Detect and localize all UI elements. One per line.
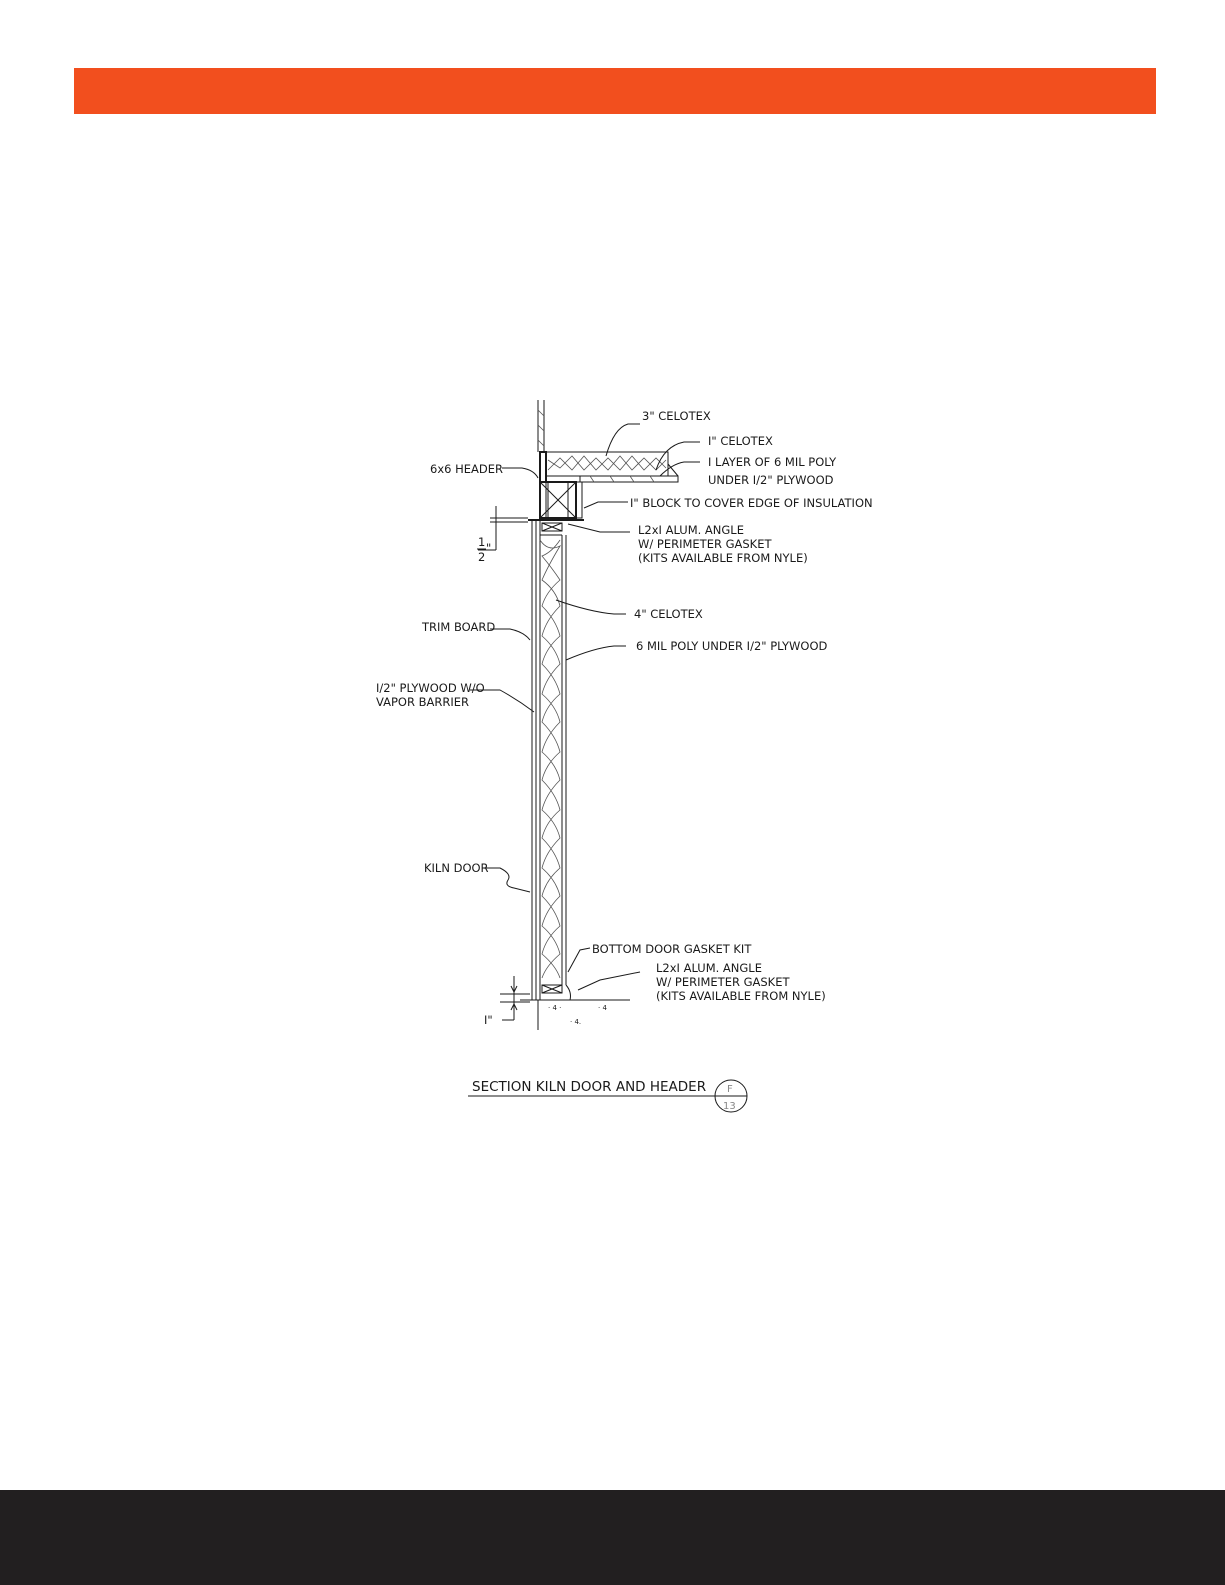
label-angle-top-3: (KITS AVAILABLE FROM NYLE) <box>638 551 808 565</box>
dim-half-num: 1 <box>478 535 485 549</box>
label-trim-board: TRIM BOARD <box>421 620 495 634</box>
label-3-celotex: 3" CELOTEX <box>642 409 711 423</box>
dark-footer-bar <box>0 1490 1225 1585</box>
wall-above-header <box>537 400 545 452</box>
label-block: I" BLOCK TO COVER EDGE OF INSULATION <box>630 496 873 510</box>
label-angle-top-2: W/ PERIMETER GASKET <box>638 537 772 551</box>
svg-text:· 4: · 4 <box>598 1004 607 1012</box>
header-6x6 <box>539 451 583 519</box>
dim-half-den: 2 <box>478 550 485 564</box>
section-detail-id: F <box>727 1084 733 1095</box>
label-plywood-1: I/2" PLYWOOD W/O <box>376 681 485 695</box>
floor-slab: · 4 · · 4 · 4. <box>520 999 630 1030</box>
dim-half-unit: " <box>486 541 491 555</box>
label-poly-layer-1: I LAYER OF 6 MIL POLY <box>708 455 837 469</box>
svg-text:· 4.: · 4. <box>570 1018 581 1026</box>
label-angle-top-1: L2xI ALUM. ANGLE <box>638 523 744 537</box>
label-angle-bot-2: W/ PERIMETER GASKET <box>656 975 790 989</box>
bottom-gasket <box>541 984 571 1001</box>
section-sheet-id: 13 <box>723 1101 736 1112</box>
top-gasket-angle <box>528 519 584 532</box>
leader-lines <box>470 423 700 991</box>
label-1-celotex: I" CELOTEX <box>708 434 773 448</box>
label-4-celotex: 4" CELOTEX <box>634 607 703 621</box>
dimension-half-inch: 1 2 " <box>477 506 528 564</box>
label-bottom-gasket: BOTTOM DOOR GASKET KIT <box>592 942 752 956</box>
dimension-one-inch: I" <box>484 976 530 1027</box>
orange-banner <box>74 68 1156 114</box>
section-title: SECTION KILN DOOR AND HEADER <box>472 1079 706 1095</box>
label-angle-bot-1: L2xI ALUM. ANGLE <box>656 961 762 975</box>
label-poly-plywood: 6 MIL POLY UNDER I/2" PLYWOOD <box>636 639 828 653</box>
label-plywood-2: VAPOR BARRIER <box>376 695 469 709</box>
section-title-block: SECTION KILN DOOR AND HEADER F 13 <box>468 1079 748 1113</box>
label-poly-layer-2: UNDER I/2" PLYWOOD <box>708 473 834 487</box>
kiln-door-panel <box>531 520 567 1000</box>
svg-text:· 4 ·: · 4 · <box>548 1004 561 1012</box>
dim-one-label: I" <box>484 1013 493 1027</box>
label-header: 6x6 HEADER <box>430 462 503 476</box>
callout-labels: 3" CELOTEX I" CELOTEX I LAYER OF 6 MIL P… <box>376 409 873 1003</box>
label-kiln-door: KILN DOOR <box>424 861 489 875</box>
top-insulation <box>545 451 679 483</box>
label-angle-bot-3: (KITS AVAILABLE FROM NYLE) <box>656 989 826 1003</box>
